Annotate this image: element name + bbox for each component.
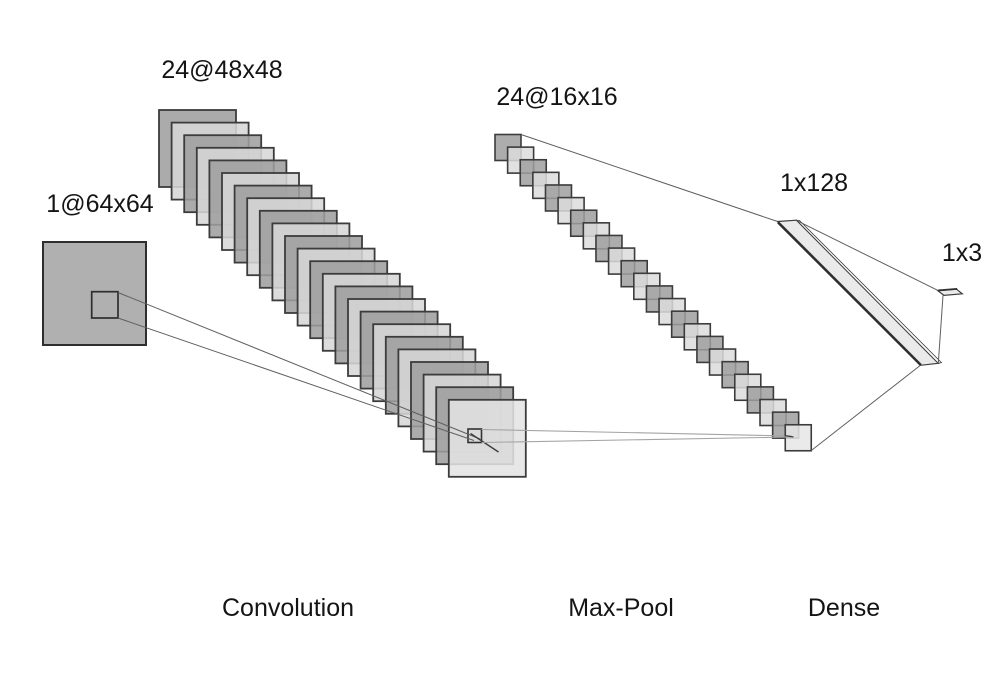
input-image [42, 241, 147, 346]
pool-to-dense-line-top [520, 134, 778, 222]
conv-kernel-to-pool-line-bottom [481, 436, 792, 444]
pool-window-stub-line [784, 434, 794, 438]
label-dense-dims: 1x128 [780, 169, 848, 197]
input-kernel-to-conv-line-top [117, 292, 481, 440]
pool-feature-map [784, 423, 813, 452]
caption-convolution: Convolution [222, 594, 354, 622]
dense-to-output-line-top [796, 219, 939, 292]
input-kernel-to-conv-line-bottom [117, 317, 475, 441]
input-kernel-window [90, 290, 119, 319]
pool-to-dense-line-bottom [810, 364, 922, 451]
label-pool-dims: 24@16x16 [496, 83, 617, 111]
conv-kernel-to-pool-line-top [481, 428, 792, 437]
dense-front-edge [777, 221, 922, 366]
output-top-edge [938, 288, 958, 292]
caption-dense: Dense [808, 594, 880, 622]
diagram-shapes [42, 109, 964, 478]
label-output-dims: 1x3 [942, 239, 982, 267]
label-input-dims: 1@64x64 [46, 190, 153, 218]
conv-feature-map [447, 398, 527, 478]
dense-to-output-line-bottom [937, 295, 944, 364]
conv-kernel-window [467, 428, 483, 444]
dense-hidden-layer [776, 219, 940, 366]
caption-maxpool: Max-Pool [568, 594, 674, 622]
dense-hidden-layer-top-face [795, 219, 943, 364]
label-conv-dims: 24@48x48 [161, 56, 282, 84]
